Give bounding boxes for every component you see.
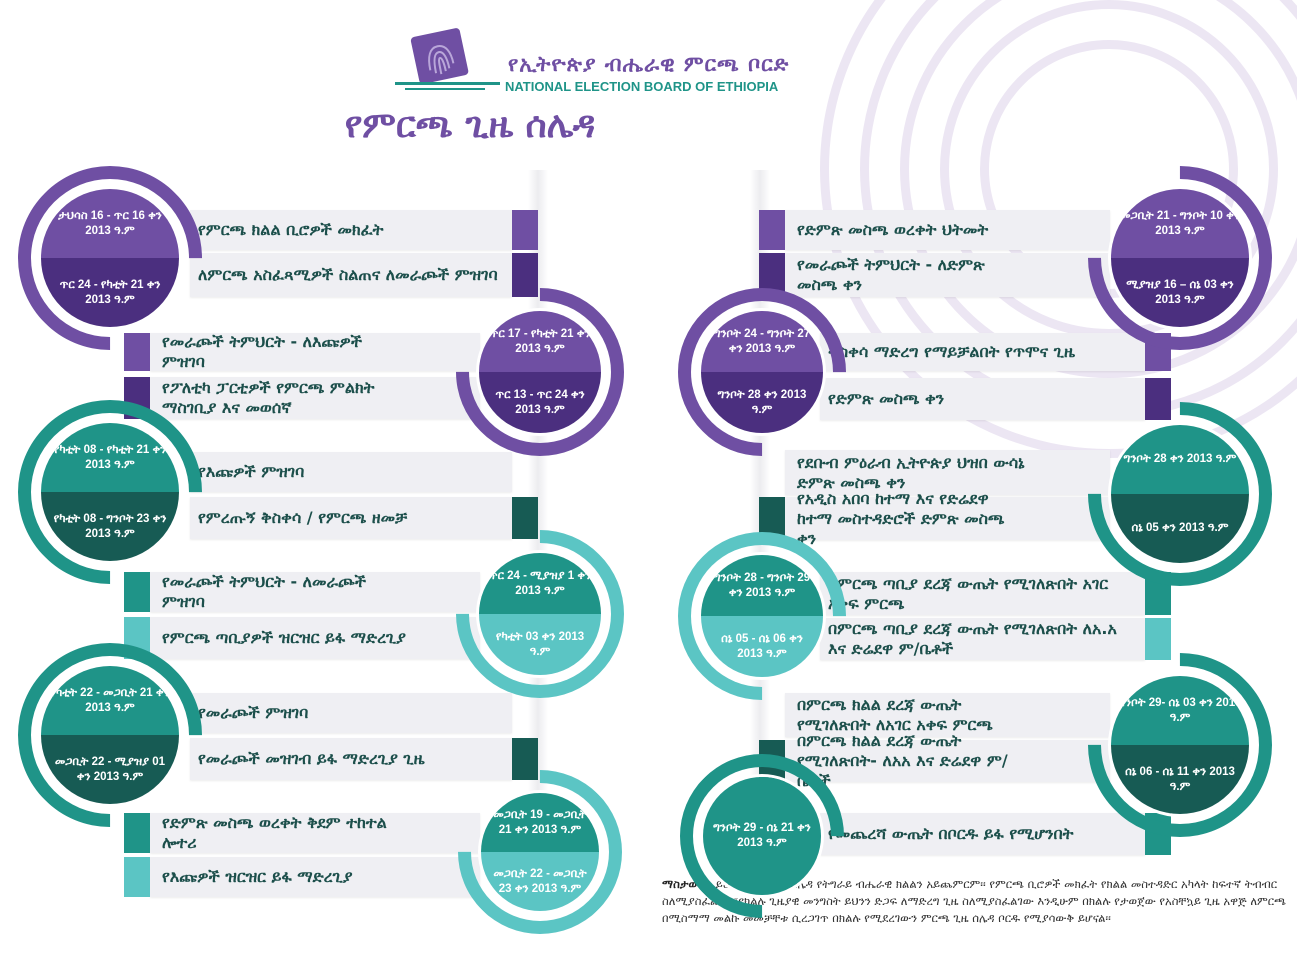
timeline-item-label: የምርጫ ክልል ቢሮዎች መክፈት: [198, 220, 384, 239]
timeline-item-bar: በምርጫ ክልል ደረጃ ውጤት የሚገለጽበት- ለአአ እና ድሬደዋ ም/…: [785, 731, 1110, 790]
timeline-item-label: የድምጽ መስጫ ቀን: [828, 389, 945, 408]
footnote: ማስታወሻ - ይህ የምርጫ ጊዜ ሰሌዳ የትግራይ ብሔራዊ ክልልን አ…: [662, 876, 1287, 927]
accent-square: [124, 857, 150, 897]
timeline-item-bar: የምርጫ ክልል ቢሮዎች መክፈት: [190, 210, 512, 250]
timeline-item-label: የመጨረሻ ውጤት በቦርዱ ይፋ የሚሆንበት: [828, 824, 1074, 843]
timeline-item-bar: የመራጮች ትምህርት - ለእጩዎች ምዝገባ: [150, 332, 480, 371]
timeline-item-label: በምርጫ ጣቢያ ደረጃ ውጤት የሚገለጽበት ለአ.አ እና ድሬደዋ ም/…: [828, 619, 1117, 658]
timeline-item-bar: ቅስቀሳ ማድረግ የማይቻልበት የጥሞና ጊዜ: [820, 333, 1145, 371]
footnote-label: ማስታወሻ: [662, 877, 705, 891]
timeline-item-label: የመራጮች መዝገብ ይፋ ማድረጊያ ጊዜ: [198, 749, 425, 768]
timeline-item-bar: የድምጽ መስጫ ወረቀት ህትመት: [785, 210, 1110, 250]
timeline-item-label: የምርጫ ጣቢያዎች ዝርዝር ይፋ ማድረጊያ: [162, 628, 406, 647]
accent-square: [759, 210, 785, 250]
timeline-item-label: የእጩዎች ዝርዝር ይፋ ማድረጊያ: [162, 867, 353, 886]
accent-square: [124, 377, 150, 419]
nebe-logo: [395, 28, 503, 94]
timeline-item-label: የምረጡኝ ቅስቀሳ / የምርጫ ዘመቻ: [198, 508, 408, 527]
timeline-item-label: የደቡብ ምዕራብ ኢትዮጵያ ህዝበ ውሳኔ ድምጽ መስጫ ቀን: [797, 452, 1025, 492]
timeline-item-label: የአዲስ አበባ ከተማ እና የድሬደዋ ከተማ መስተዳድሮች ድምጽ መስ…: [797, 488, 1005, 548]
date-circle: ግንቦት 29 - ሰኔ 21 ቀን 2013 ዓ.ም: [700, 774, 824, 898]
timeline-item-label: በምርጫ ክልል ደረጃ ውጤት የሚገለጽበት ለአገር አቀፍ ምርጫ: [797, 695, 993, 734]
accent-square: [124, 333, 150, 371]
timeline-item-label: በምርጫ ጣቢያ ደረጃ ውጤት የሚገለጽበት አገር አቀፍ ምርጫ: [828, 573, 1109, 613]
timeline-item-bar: የመራጮች ትምህርት - ለመራጮች ምዝገባ: [150, 572, 480, 612]
org-name-amharic: የኢትዮጵያ ብሔራዊ ምርጫ ቦርድ: [508, 52, 790, 76]
accent-square: [1145, 378, 1171, 420]
accent-square: [124, 617, 150, 659]
accent-square: [1145, 813, 1171, 855]
timeline-item-label: ቅስቀሳ ማድረግ የማይቻልበት የጥሞና ጊዜ: [828, 342, 1075, 361]
timeline-item-bar: በምርጫ ጣቢያ ደረጃ ውጤት የሚገለጽበት ለአ.አ እና ድሬደዋ ም/…: [820, 618, 1145, 660]
timeline-item-label: የመራጮች ትምህርት - ለመራጮች ምዝገባ: [162, 572, 367, 611]
org-name-english: NATIONAL ELECTION BOARD OF ETHIOPIA: [505, 79, 779, 94]
timeline-item-bar: የምረጡኝ ቅስቀሳ / የምርጫ ዘመቻ: [190, 497, 512, 539]
timeline-item-bar: የመራጮች ትምህርት - ለድምጽ መስጫ ቀን: [785, 253, 1110, 297]
timeline-item-label: የፖለቲካ ፓርቲዎች የምርጫ ምልክት ማስገቢያ እና መወሰኛ: [162, 378, 375, 417]
timeline-item-bar: ለምርጫ አስፈጻሚዎች ስልጠና ለመራጮች ምዝገባ: [190, 253, 512, 297]
timeline-item-bar: የድምጽ መስጫ ቀን: [820, 378, 1145, 420]
accent-square: [512, 210, 538, 250]
timeline-item-label: የእጩዎች ምዝገባ: [198, 462, 305, 481]
timeline-item-label: የድምጽ መስጫ ወረቀት ቅደም ተከተል ሎተሪ: [162, 813, 387, 852]
timeline-item-bar: የደቡብ ምዕራብ ኢትዮጵያ ህዝበ ውሳኔ ድምጽ መስጫ ቀን: [785, 450, 1110, 495]
footnote-text: - ይህ የምርጫ ጊዜ ሰሌዳ የትግራይ ብሔራዊ ክልልን አይጨምርም፡…: [662, 877, 1287, 925]
timeline-item-label: በምርጫ ክልል ደረጃ ውጤት የሚገለጽበት- ለአአ እና ድሬደዋ ም/…: [797, 731, 1008, 790]
accent-square: [124, 813, 150, 853]
accent-square: [1145, 333, 1171, 371]
page-title: የምርጫ ጊዜ ሰሌዳ: [344, 105, 596, 146]
timeline-item-bar: የምርጫ ጣቢያዎች ዝርዝር ይፋ ማድረጊያ: [150, 617, 480, 659]
accent-square: [1145, 572, 1171, 615]
accent-square: [512, 497, 538, 539]
timeline-item-bar: በምርጫ ክልል ደረጃ ውጤት የሚገለጽበት ለአገር አቀፍ ምርጫ: [785, 693, 1110, 737]
accent-square: [1145, 618, 1171, 660]
date-label: ሰኔ 05 - ሰኔ 06 ቀን 2013 ዓ.ም: [701, 616, 823, 677]
accent-square: [512, 738, 538, 780]
timeline-item-label: የመራጮች ምዝገባ: [198, 703, 309, 722]
accent-square: [124, 572, 150, 612]
timeline-item-bar: የፖለቲካ ፓርቲዎች የምርጫ ምልክት ማስገቢያ እና መወሰኛ: [150, 377, 480, 419]
timeline-item-bar: የመራጮች መዝገብ ይፋ ማድረጊያ ጊዜ: [190, 738, 512, 780]
timeline-item-label: የድምጽ መስጫ ወረቀት ህትመት: [797, 220, 989, 239]
timeline-item-label: የመራጮች ትምህርት - ለእጩዎች ምዝገባ: [162, 332, 363, 371]
timeline-item-bar: የመጨረሻ ውጤት በቦርዱ ይፋ የሚሆንበት: [820, 813, 1145, 855]
timeline-item-label: ለምርጫ አስፈጻሚዎች ስልጠና ለመራጮች ምዝገባ: [198, 265, 498, 284]
timeline-item-bar: የእጩዎች ዝርዝር ይፋ ማድረጊያ: [150, 857, 480, 897]
timeline-item-bar: የእጩዎች ምዝገባ: [190, 452, 512, 492]
date-label: ግንቦት 29 - ሰኔ 21 ቀን 2013 ዓ.ም: [703, 777, 821, 895]
accent-square: [759, 253, 785, 297]
accent-square: [759, 497, 785, 540]
date-label: መጋቢት 22 - መጋቢት 23 ቀን 2013 ዓ.ም: [481, 852, 599, 911]
timeline-item-bar: የመራጮች ምዝገባ: [190, 693, 512, 733]
timeline-item-bar: የድምጽ መስጫ ወረቀት ቅደም ተከተል ሎተሪ: [150, 813, 480, 853]
timeline-item-label: የመራጮች ትምህርት - ለድምጽ መስጫ ቀን: [797, 255, 985, 294]
timeline-item-bar: የአዲስ አበባ ከተማ እና የድሬደዋ ከተማ መስተዳድሮች ድምጽ መስ…: [785, 489, 1110, 548]
accent-square: [512, 253, 538, 297]
timeline-item-bar: በምርጫ ጣቢያ ደረጃ ውጤት የሚገለጽበት አገር አቀፍ ምርጫ: [820, 572, 1145, 615]
